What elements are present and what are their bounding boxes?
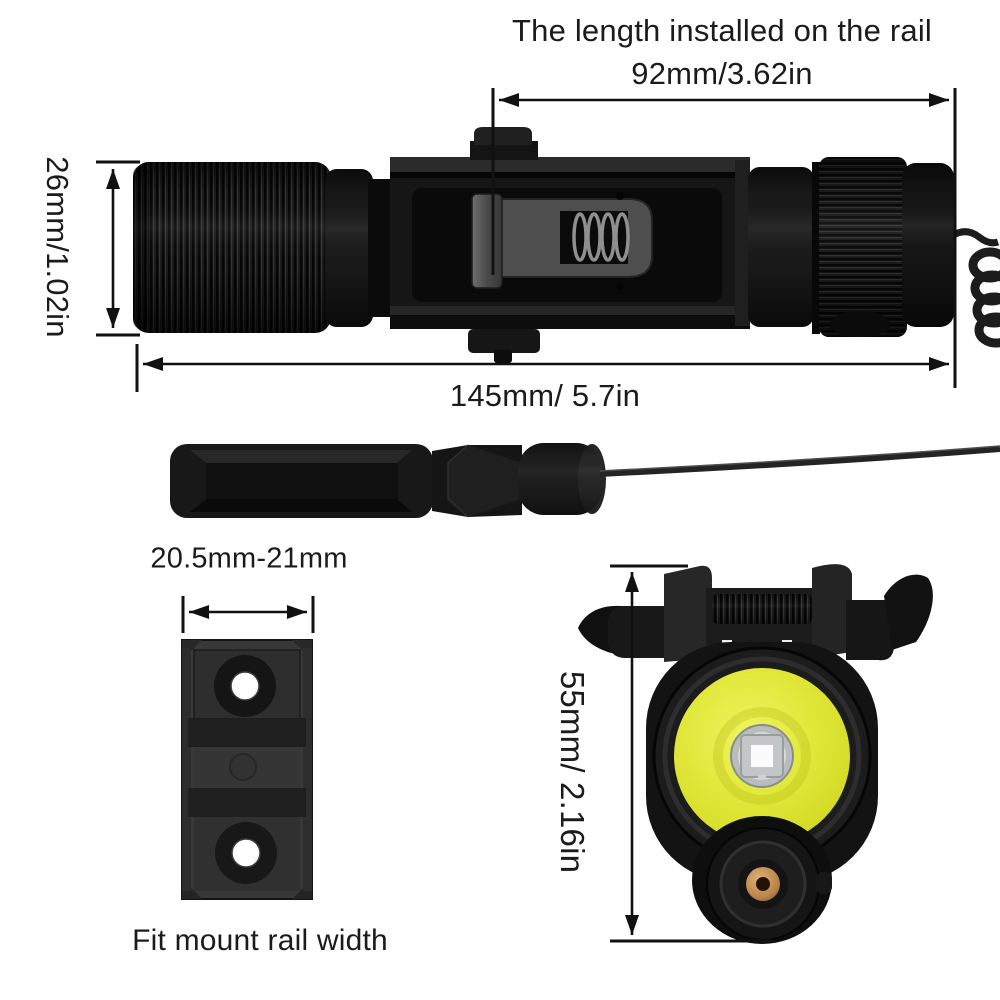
dim-rail-install — [491, 88, 957, 388]
screw-hole-bottom — [215, 822, 277, 884]
qd-lever-clamp — [412, 188, 722, 302]
dim-head-diameter — [96, 160, 140, 337]
dim-label-rail-slot: 20.5mm-21mm — [150, 542, 348, 575]
rail-adapter-plate — [181, 639, 313, 900]
top-rail-block — [470, 127, 538, 160]
bottom-rail-block — [468, 329, 540, 363]
dim-rail-slot-width — [181, 596, 315, 633]
flashlight-front-view — [578, 564, 933, 944]
center-detent — [229, 753, 257, 781]
coiled-cord — [950, 228, 1000, 348]
flashlight-tailcap — [748, 157, 954, 337]
dimension-lines — [96, 88, 957, 943]
switch-cable — [599, 445, 1000, 477]
pressure-switch — [170, 443, 1000, 518]
mount-thumbscrew — [692, 816, 832, 944]
flashlight-head — [133, 162, 394, 333]
dim-total-length — [135, 344, 949, 392]
caption-rail-fit: Fit mount rail width — [132, 924, 388, 957]
screw-hole-top — [214, 655, 276, 717]
tail-switch-nub — [830, 311, 890, 337]
flashlight-side-view — [133, 127, 1000, 363]
title-rail-install: The length installed on the rail — [512, 13, 932, 48]
rail-slot-lower — [188, 788, 306, 817]
dim-label-head-diameter: 26mm/1.02in — [40, 156, 75, 338]
dim-label-bezel-diameter: 55mm/ 2.16in — [554, 670, 591, 874]
clamp-spring — [572, 212, 630, 262]
rail-clamp-body — [390, 127, 750, 363]
dim-bezel-diameter — [610, 564, 772, 943]
dim-label-total-length: 145mm/ 5.7in — [449, 378, 641, 413]
led-emitter — [730, 724, 794, 788]
dim-label-rail-install: 92mm/3.62in — [631, 56, 813, 91]
rail-slot-upper — [188, 718, 306, 747]
